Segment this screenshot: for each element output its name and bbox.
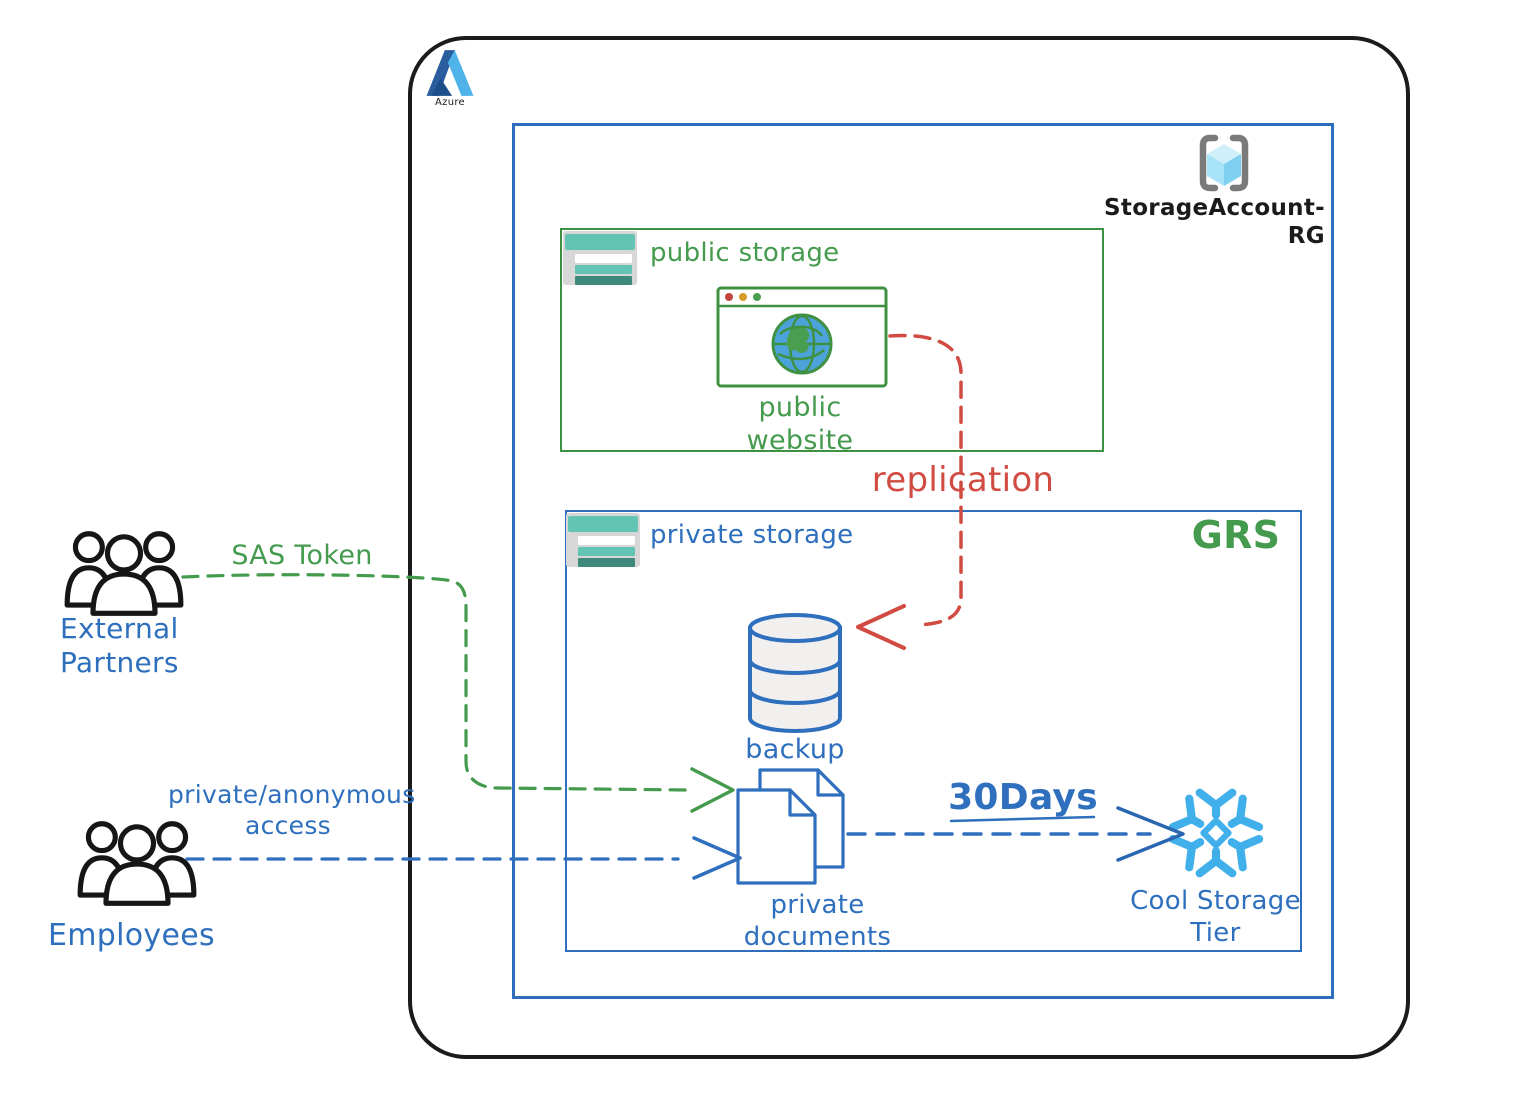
- backup-label: backup: [745, 734, 845, 765]
- cool-storage-tier-label: Cool Storage Tier: [1130, 886, 1301, 948]
- public-storage-box: [560, 228, 1104, 452]
- azure-logo-label: Azure: [435, 97, 465, 108]
- public-website-label: public website: [746, 392, 854, 456]
- employees-people-icon: [75, 816, 199, 910]
- azure-logo-icon: [423, 48, 477, 98]
- replication-label: replication: [871, 460, 1055, 500]
- external-partners-people-icon: [62, 526, 186, 620]
- grs-redundancy-label: GRS: [1191, 513, 1281, 557]
- private-storage-account-icon: [566, 513, 640, 567]
- outer-boundary-box: [408, 36, 1410, 1059]
- private-documents-label: private documents: [743, 890, 892, 952]
- external-partners-label: External Partners: [60, 612, 179, 680]
- private-access-label: private/anonymous access: [168, 780, 416, 840]
- public-storage-account-icon: [563, 231, 637, 285]
- resource-group-box: [512, 123, 1334, 999]
- resource-group-cube-icon: [1194, 132, 1254, 196]
- public-website-browser-icon: [716, 286, 888, 388]
- public-storage-label: public storage: [650, 238, 840, 268]
- backup-database-icon: [744, 612, 846, 736]
- retention-30days-label: 30Days: [948, 777, 1098, 818]
- employees-label: Employees: [48, 918, 215, 953]
- resource-group-label: StorageAccount-RG: [1104, 195, 1325, 250]
- private-documents-icon: [735, 762, 847, 886]
- private-storage-label: private storage: [650, 520, 854, 550]
- cool-tier-snowflake-icon: [1168, 784, 1264, 882]
- sas-token-label: SAS Token: [231, 540, 373, 571]
